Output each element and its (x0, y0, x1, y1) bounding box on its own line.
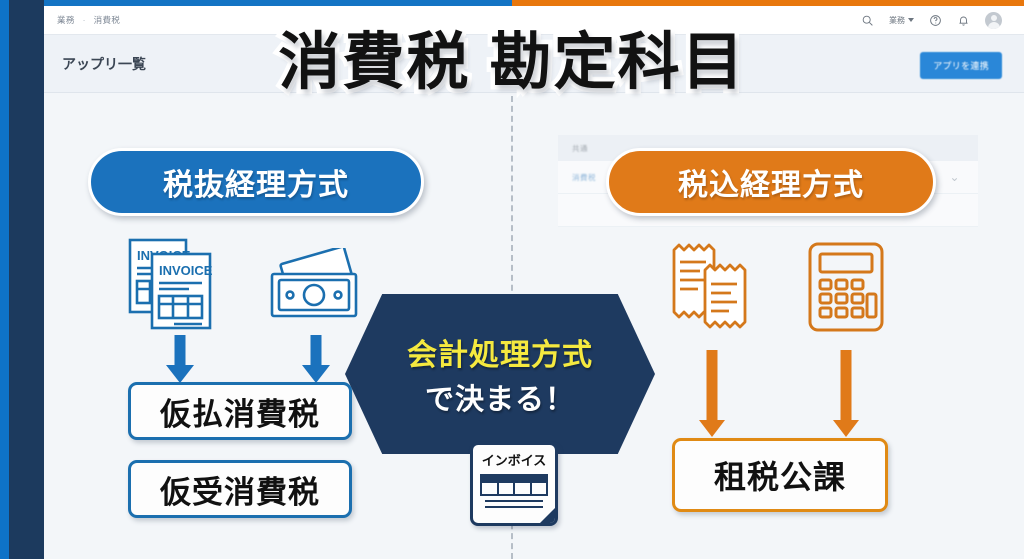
user-menu-label: 業務 (889, 15, 905, 25)
svg-text:INVOICE: INVOICE (159, 263, 213, 278)
invoice-card-label: インボイス (481, 453, 547, 468)
table-header-label: 共通 (572, 143, 588, 153)
window-top-accent-bar (0, 0, 1024, 6)
page-title: アップリ一覧 (62, 55, 146, 72)
invoice-card-line (485, 500, 543, 502)
chevron-down-icon (908, 18, 914, 22)
app-subheader: アップリ一覧 アプリを連携 (44, 35, 1024, 93)
right-method-pill: 税込経理方式 (606, 148, 936, 216)
bell-icon[interactable] (957, 14, 970, 27)
calculator-icon (806, 240, 886, 339)
breadcrumb-separator: · (82, 15, 86, 25)
arrow-down-money (296, 335, 336, 383)
sidebar-accent-edge (0, 0, 9, 559)
receipts-icon (668, 240, 760, 339)
account-box-sozeikouka: 租税公課 (672, 438, 888, 512)
left-method-pill: 税抜経理方式 (88, 148, 424, 216)
search-icon[interactable] (861, 14, 874, 27)
user-menu[interactable]: 業務 (889, 15, 914, 26)
center-arrow-line1: 会計処理方式 (407, 339, 593, 372)
top-accent-orange (512, 0, 1024, 6)
arrow-down-calculator (826, 350, 866, 438)
invoice-card: インボイス (470, 442, 558, 526)
main-title: 消費税 勘定科目 (274, 27, 748, 98)
arrow-down-invoice (160, 335, 200, 383)
banknotes-icon (264, 245, 368, 331)
avatar[interactable] (985, 11, 1002, 29)
arrow-down-receipts (692, 350, 732, 438)
table-row-label: 消費税 (572, 172, 596, 182)
app-header: 業務 · 消費税 業務 (44, 6, 1024, 35)
link-app-button[interactable]: アプリを連携 (920, 52, 1002, 79)
invoice-card-fold-corner (539, 507, 555, 523)
chevron-down-icon[interactable]: ⌄ (949, 170, 960, 184)
invoice-card-table-icon (480, 474, 548, 496)
center-bidirectional-arrow: 会計処理方式 で決まる！ (345, 294, 655, 454)
invoice-documents-icon: INVOICE INVOICE (126, 236, 236, 337)
invoice-card-line (485, 506, 543, 508)
account-box-karibarai: 仮払消費税 (128, 382, 352, 440)
breadcrumb-root[interactable]: 業務 (57, 15, 75, 25)
center-arrow-line2: で決まる！ (424, 384, 575, 416)
breadcrumb: 業務 · 消費税 (57, 14, 120, 26)
help-circle-icon[interactable] (929, 14, 942, 27)
top-accent-blue (0, 0, 512, 6)
account-box-kariuke: 仮受消費税 (128, 460, 352, 518)
header-actions: 業務 (861, 11, 1002, 29)
breadcrumb-current: 消費税 (93, 15, 121, 25)
